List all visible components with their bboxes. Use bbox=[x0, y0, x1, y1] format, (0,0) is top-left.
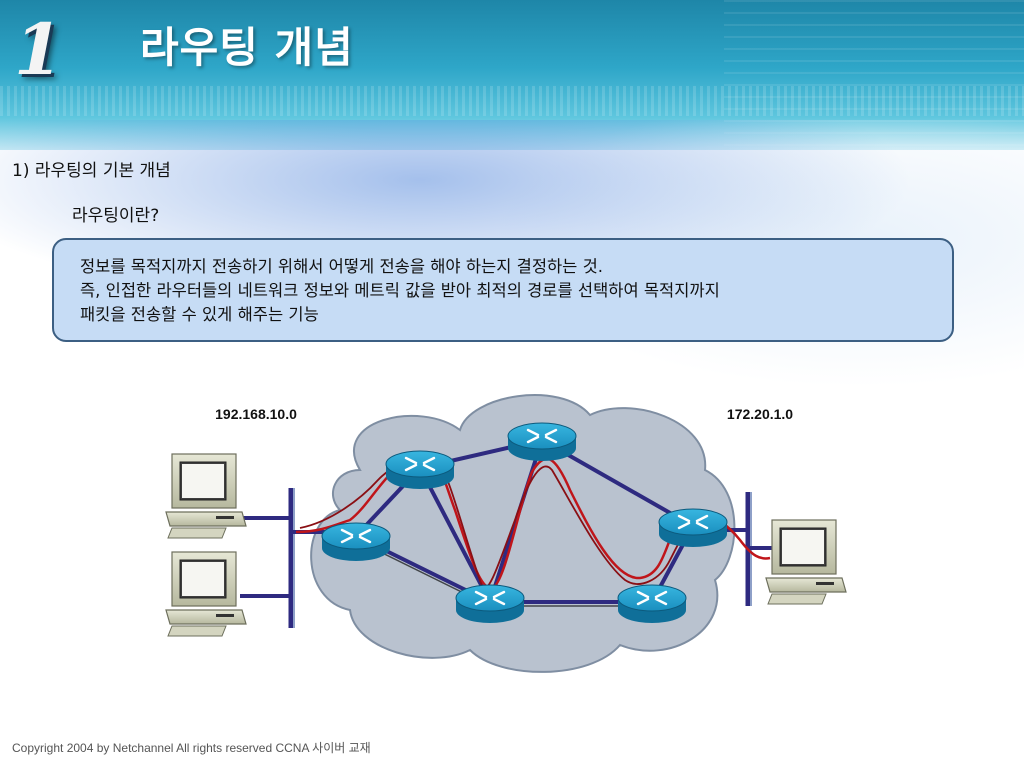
slide-number: 1 bbox=[14, 8, 63, 91]
page-title: 라우팅 개념 bbox=[140, 23, 354, 72]
right-network-label: 172.20.1.0 bbox=[727, 406, 793, 422]
definition-line: 정보를 목적지까지 전송하기 위해서 어떻게 전송을 해야 하는지 결정하는 것… bbox=[80, 257, 604, 276]
definition-line: 패킷을 전송할 수 있게 해주는 기능 bbox=[80, 305, 319, 324]
router-icon bbox=[321, 522, 391, 561]
footer-copyright: Copyright 2004 by Netchannel All rights … bbox=[12, 741, 371, 755]
computer-icon bbox=[165, 551, 247, 637]
router-icon bbox=[658, 508, 728, 547]
router-icon bbox=[385, 450, 455, 489]
section-heading: 1) 라우팅의 기본 개념 bbox=[12, 161, 171, 181]
router-icon bbox=[507, 422, 577, 461]
definition-box: 정보를 목적지까지 전송하기 위해서 어떻게 전송을 해야 하는지 결정하는 것… bbox=[52, 238, 954, 342]
router-icon bbox=[617, 584, 687, 623]
computer-icon bbox=[165, 453, 247, 539]
left-network-label: 192.168.10.0 bbox=[215, 406, 297, 422]
router-icon bbox=[455, 584, 525, 623]
banner-stripe bbox=[0, 86, 1024, 116]
computer-icon bbox=[765, 519, 847, 605]
network-diagram: 192.168.10.0 172.20.1.0 bbox=[165, 394, 847, 673]
definition-line: 즉, 인접한 라우터들의 네트워크 정보와 메트릭 값을 받아 최적의 경로를 … bbox=[80, 281, 720, 300]
question-text: 라우팅이란? bbox=[72, 206, 160, 226]
